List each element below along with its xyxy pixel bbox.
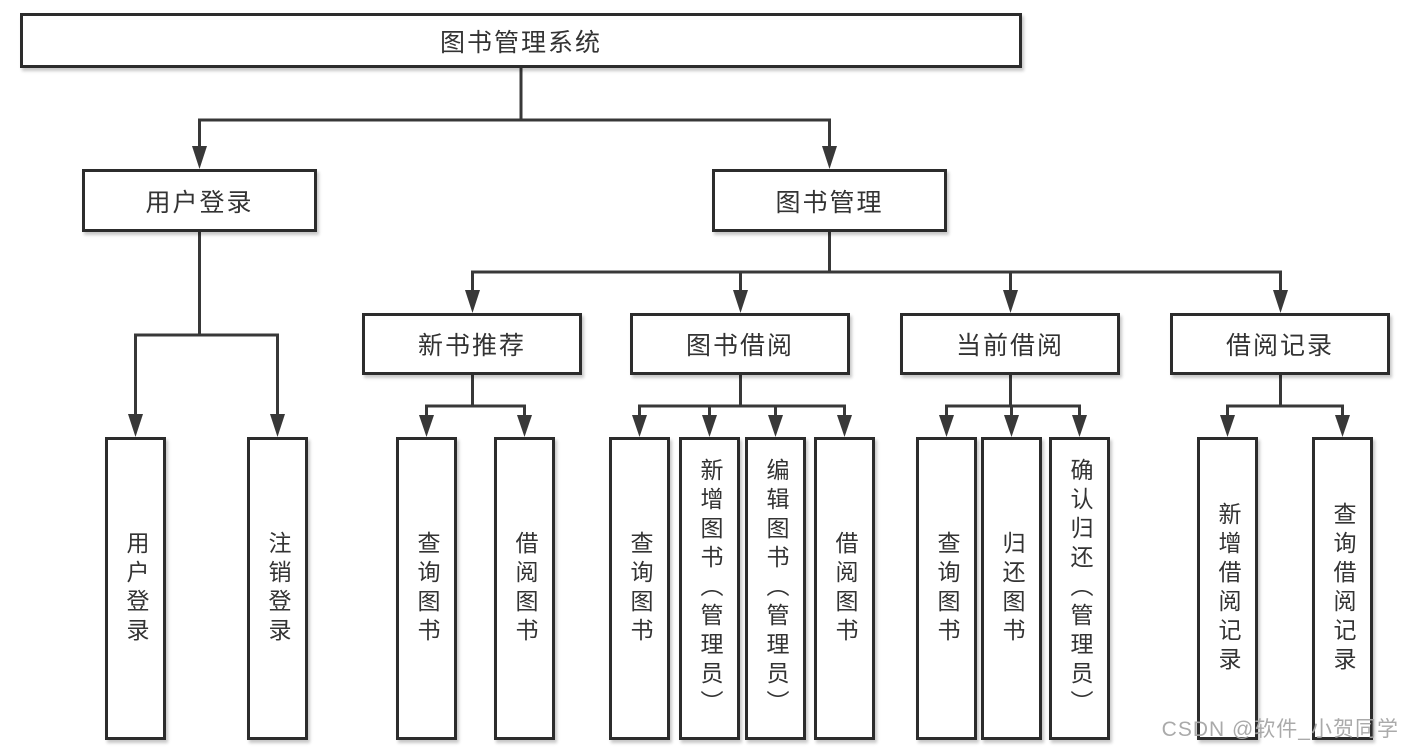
leaf-query-books-current: 查询图书 (916, 437, 977, 740)
leaf-return-books: 归还图书 (981, 437, 1042, 740)
node-new-book-recommend: 新书推荐 (362, 313, 582, 375)
leaf-query-borrow-record: 查询借阅记录 (1312, 437, 1373, 740)
leaf-logout: 注销登录 (247, 437, 308, 740)
node-borrowing-records: 借阅记录 (1170, 313, 1390, 375)
connector-current (939, 375, 1087, 437)
connector-records (1220, 375, 1350, 437)
csdn-watermark: CSDN @软件_小贺同学 (1161, 718, 1399, 741)
connector-new-books (419, 375, 532, 437)
leaf-add-books-admin: 新增图书（管理员） (679, 437, 740, 740)
node-root-system: 图书管理系统 (20, 13, 1022, 68)
leaf-edit-books-admin: 编辑图书（管理员） (745, 437, 806, 740)
leaf-query-books-borrowing: 查询图书 (609, 437, 670, 740)
node-user-login: 用户登录 (82, 169, 317, 232)
leaf-query-books-recommend: 查询图书 (396, 437, 457, 740)
node-current-borrowing: 当前借阅 (900, 313, 1120, 375)
leaf-add-borrow-record: 新增借阅记录 (1197, 437, 1258, 740)
connector-root (192, 68, 837, 169)
leaf-borrow-books: 借阅图书 (814, 437, 875, 740)
connector-book-management (465, 232, 1288, 313)
node-book-borrowing: 图书借阅 (630, 313, 850, 375)
connector-borrowing (632, 375, 852, 437)
leaf-confirm-return-admin: 确认归还（管理员） (1049, 437, 1110, 740)
leaf-user-login: 用户登录 (105, 437, 166, 740)
leaf-borrow-books-recommend: 借阅图书 (494, 437, 555, 740)
node-book-management: 图书管理 (712, 169, 947, 232)
connector-user-login (128, 232, 285, 437)
